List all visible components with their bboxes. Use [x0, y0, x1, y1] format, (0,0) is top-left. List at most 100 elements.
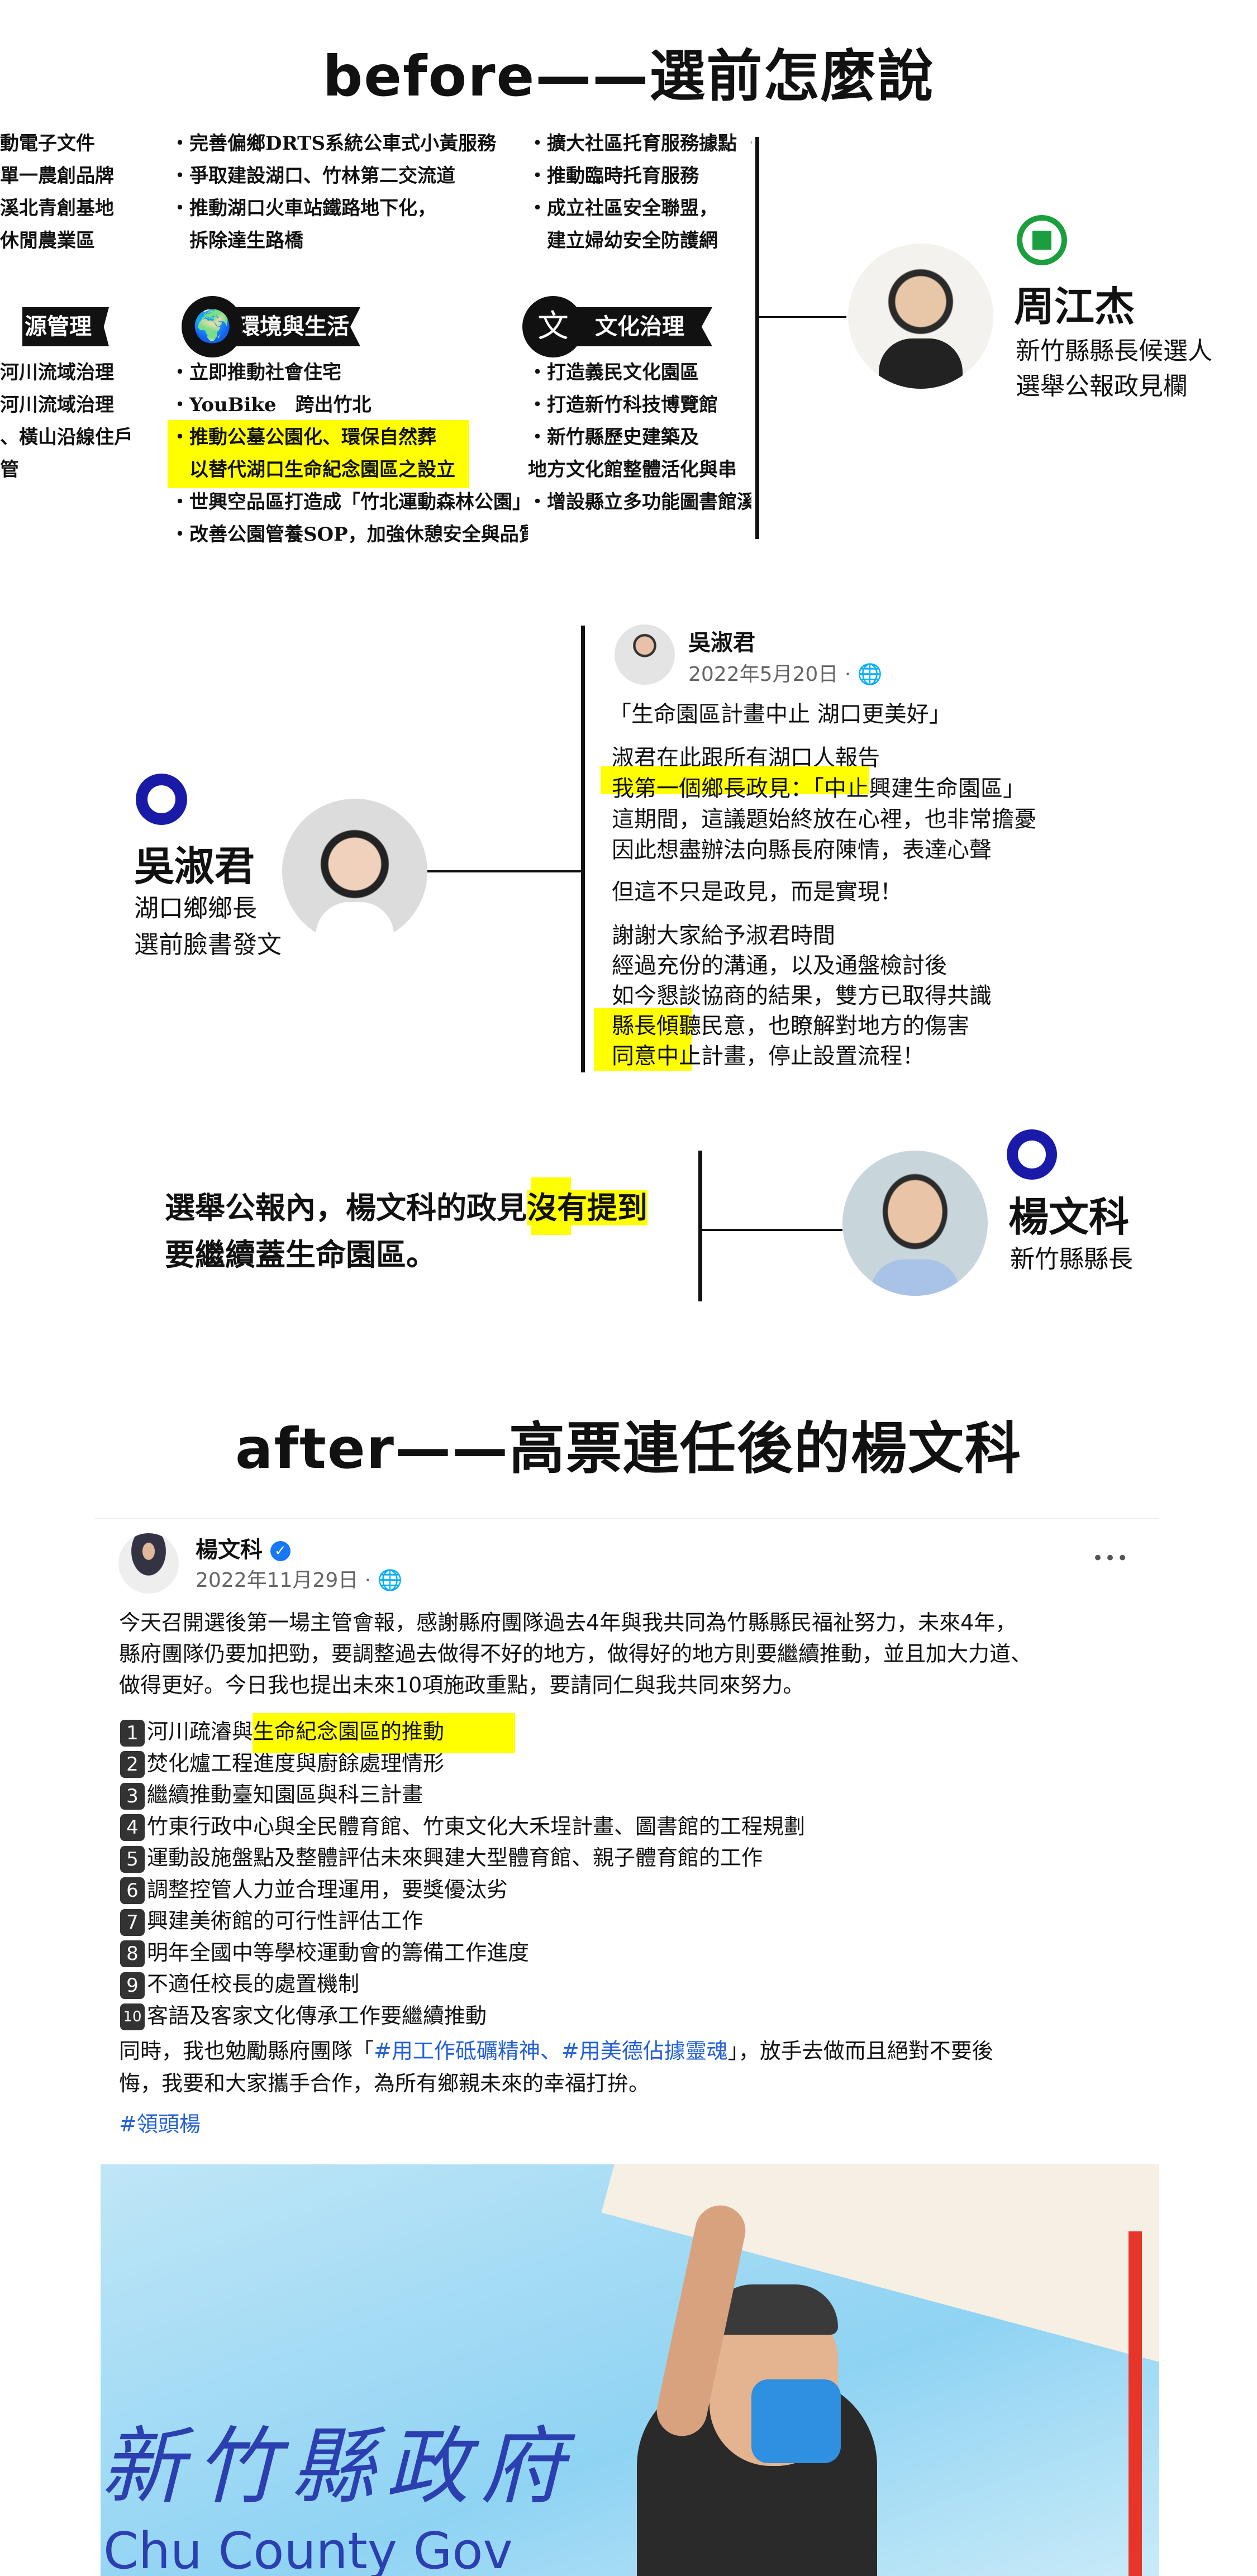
text: 明年全國中等學校運動會的籌備工作進度	[147, 1940, 530, 1965]
face-mask	[751, 2379, 841, 2463]
yang-title: 新竹縣縣長	[1010, 1245, 1133, 1273]
chou-title: 新竹縣縣長候選人	[1016, 337, 1212, 365]
text: 焚化爐工程進度與廚餘處理情形	[147, 1750, 445, 1776]
manifesto-item: ・YouBike 跨出竹北	[170, 394, 372, 416]
author-name: 楊文科	[196, 1537, 263, 1563]
wu-avatar	[282, 799, 427, 944]
text: 客語及客家文化傳承工作要繼續推動	[147, 2003, 487, 2028]
manifesto-item: ・立即推動社會住宅	[170, 361, 341, 384]
post-intro-line: 縣府團隊仍要加把勁，要調整過去做得不好的地方，做得好的地方則要繼續推動，並且加大…	[119, 1642, 1032, 1666]
manifesto-item: ・完善偏鄉DRTS系統公車式小黃服務	[170, 132, 496, 155]
banner-label: 環境與生活	[237, 313, 349, 340]
connector-line	[700, 1229, 842, 1231]
post-line: 因此想盡辦法向縣長府陳情，表達心聲	[612, 837, 992, 863]
text: 不適任校長的處置機制	[147, 1972, 360, 1996]
manifesto-col1-top: 動電子文件 單一農創品牌 溪北青創基地 休閒農業區	[0, 127, 128, 257]
manifesto-item: 動電子文件	[0, 132, 95, 155]
yang-avatar	[842, 1151, 988, 1296]
post-line: 經過充份的溝通，以及通盤檢討後	[612, 953, 947, 979]
text: ，也瞭解對地方的傷害	[746, 1013, 969, 1039]
globe-icon: 🌐	[377, 1569, 403, 1592]
manifesto-item: ・新竹縣歷史建築及	[528, 426, 699, 449]
text: 河川疏濬與	[147, 1719, 254, 1744]
wu-title: 湖口鄉鄉長	[134, 894, 257, 923]
post-line: 如今懇談協商的結果，雙方已取得共識	[612, 983, 992, 1009]
chou-source: 選舉公報政見欄	[1016, 372, 1188, 400]
kmt-logo-icon	[1007, 1129, 1057, 1180]
date-text: 2022年11月29日 ·	[196, 1569, 372, 1592]
text: 竹東行政中心與全民體育館、竹東文化大禾埕計畫、圖書館的工程規劃	[147, 1814, 806, 1839]
yang-post-author[interactable]: 楊文科 ✓	[196, 1532, 291, 1564]
yang-statement-line2: 要繼續蓋生命園區。	[165, 1237, 436, 1272]
wu-post-date[interactable]: 2022年5月20日 · 🌐	[688, 658, 883, 687]
hashtag-link[interactable]: #用工作砥礪精神	[374, 2039, 540, 2063]
highlighted-text: 同意中止計畫	[612, 1043, 746, 1069]
number-9-icon: 9	[120, 1972, 145, 1999]
text: 繼續推動臺知園區與科三計畫	[147, 1782, 423, 1807]
banner-label: 文化治理	[595, 313, 684, 340]
photo-sign-text: 新竹縣政府	[101, 2418, 576, 2516]
manifesto-item: ・改善公園管養SOP，加強休憩安全與品質	[170, 523, 528, 546]
wu-name: 吳淑君	[134, 843, 255, 890]
manifesto-col3-top: ・擴大社區托育服務據點 ・ ・推動臨時托育服務 ・成立社區安全聯盟， 建立婦幼安…	[528, 127, 751, 257]
hashtag-link[interactable]: #領頭楊	[119, 2112, 201, 2136]
separator: 、	[540, 2039, 561, 2063]
manifesto-col2-bottom: ・立即推動社會住宅 ・YouBike 跨出竹北 ・推動公墓公園化、環保自然葬 以…	[170, 356, 528, 551]
banner-environment: 環境與生活 🌍	[182, 296, 360, 357]
culture-icon: 文	[522, 296, 584, 357]
manifesto-item: 拆除達生路橋	[170, 230, 303, 252]
wu-post-avatar[interactable]	[615, 624, 675, 685]
post-line-highlighted: 我第一個鄉長政見：「中止興建生命園區」	[612, 776, 1025, 802]
text: ，停止設置流程！	[746, 1043, 925, 1069]
post-photo[interactable]: 新竹縣政府 Chu County Gov	[101, 2164, 1159, 2576]
date-text: 2022年5月20日 ·	[688, 663, 851, 686]
text: 」，放手去做而且絕對不要後	[727, 2039, 993, 2063]
manifesto-item-highlighted: ・推動公墓公園化、環保自然葬	[170, 426, 436, 449]
highlight-box	[594, 1008, 692, 1071]
post-line: 謝謝大家給予淑君時間	[612, 923, 835, 948]
manifesto-item: ・打造新竹科技博覽館	[528, 394, 718, 416]
wu-source: 選前臉書發文	[134, 931, 282, 959]
post-line: 這期間，這議題始終放在心裡，也非常擔憂	[612, 807, 1036, 832]
yang-post-avatar[interactable]	[118, 1533, 179, 1594]
wu-post-author[interactable]: 吳淑君	[688, 630, 755, 656]
yang-post-date[interactable]: 2022年11月29日 · 🌐	[196, 1564, 402, 1593]
post-line: 「生命園區計畫中止 湖口更美好」	[609, 702, 951, 727]
number-8-icon: 8	[120, 1940, 145, 1967]
connector-line	[427, 870, 584, 872]
manifesto-item: 管	[0, 459, 19, 481]
highlight-box	[601, 766, 869, 794]
highlighted-text: 沒有提到	[527, 1190, 647, 1225]
manifesto-item: ・爭取建設湖口、竹林第二交流道	[170, 165, 455, 187]
hashtag-link[interactable]: #用美德佔據靈魂	[561, 2039, 728, 2063]
connector-line	[757, 316, 846, 318]
manifesto-item: ・增設縣立多功能圖書館溪	[528, 491, 751, 513]
post-line: 縣長傾聽民意，也瞭解對地方的傷害	[612, 1011, 969, 1042]
text: 運動設施盤點及整體評估未來興建大型體育館、親子體育館的工作	[147, 1845, 763, 1870]
kmt-logo-icon	[136, 774, 187, 825]
manifesto-col3-bottom: ・打造義民文化園區 ・打造新竹科技博覽館 ・新竹縣歷史建築及 地方文化館整體活化…	[528, 356, 751, 518]
highlight-box	[253, 1713, 515, 1753]
more-options-icon[interactable]: •••	[1092, 1547, 1130, 1570]
manifesto-item: 單一農創品牌	[0, 165, 114, 187]
manifesto-item: 建立婦幼安全防護網	[528, 230, 718, 252]
manifesto-item: 地方文化館整體活化與串	[528, 459, 737, 481]
manifesto-item: 溪北青創基地	[0, 197, 114, 220]
manifesto-col2-top: ・完善偏鄉DRTS系統公車式小黃服務 ・爭取建設湖口、竹林第二交流道 ・推動湖口…	[170, 127, 517, 257]
number-3-icon: 3	[120, 1782, 145, 1810]
banner-label: 源管理	[25, 313, 92, 340]
number-10-icon: 10	[120, 2003, 145, 2030]
manifesto-col1-bottom: 河川流域治理 河川流域治理 、橫山沿線住戶 管	[0, 356, 162, 486]
number-7-icon: 7	[120, 1909, 145, 1936]
photo-sign-text-en: Chu County Gov	[103, 2522, 513, 2576]
text: 調整控管人力並合理運用，要獎優汰劣	[147, 1877, 508, 1902]
manifesto-item: 河川流域治理	[0, 361, 114, 384]
chou-name: 周江杰	[1014, 283, 1135, 330]
dpp-logo-icon	[1017, 215, 1067, 265]
manifesto-item-highlighted: 以替代湖口生命紀念園區之設立	[170, 459, 455, 481]
